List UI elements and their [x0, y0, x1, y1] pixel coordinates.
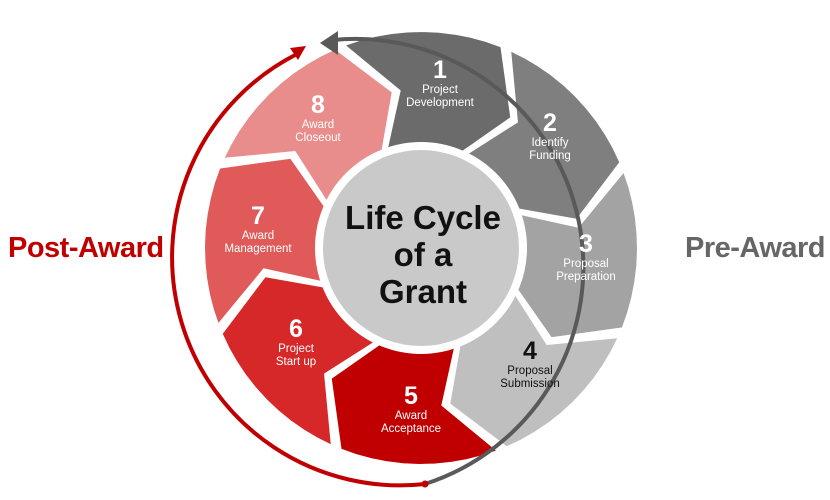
step-label-line-1: Award — [394, 410, 428, 422]
title-line-3: Grant — [378, 273, 467, 310]
step-label-line-2: Preparation — [556, 271, 616, 283]
step-4-label: 4 Proposal Submission — [465, 338, 595, 391]
step-7-label: 7 Award Management — [193, 203, 323, 256]
post-award-arrowhead — [290, 46, 306, 60]
step-label-line-1: Project — [278, 343, 314, 355]
step-number: 5 — [404, 382, 418, 410]
post-award-arc — [170, 52, 426, 488]
step-3-label: 3 Proposal Preparation — [521, 231, 651, 284]
step-label-line-1: Award — [301, 119, 335, 131]
step-number: 8 — [311, 91, 325, 119]
step-number: 1 — [433, 56, 447, 84]
step-1-label: 1 Project Development — [375, 57, 505, 110]
step-label-line-1: Proposal — [507, 365, 553, 377]
step-8-label: 8 Award Closeout — [253, 92, 383, 145]
diagram-title: Life Cycle of a Grant — [338, 199, 508, 310]
pre-award-label: Pre-Award — [685, 232, 826, 264]
cycle-boundary-dot — [421, 480, 429, 488]
step-label-line-1: Proposal — [563, 258, 609, 270]
center-circle — [315, 142, 527, 354]
pre-award-arc — [332, 36, 586, 486]
post-award-label: Post-Award — [8, 232, 164, 264]
step-label-line-2: Submission — [500, 378, 560, 390]
step-number: 2 — [543, 109, 557, 137]
step-label-line-1: Award — [241, 230, 275, 242]
step-label-line-2: Management — [224, 243, 292, 255]
step-number: 4 — [523, 337, 537, 365]
step-label-line-2: Funding — [529, 150, 571, 162]
pre-award-arrowhead — [320, 31, 338, 55]
step-label-line-2: Start up — [275, 356, 317, 368]
step-label-line-1: Identify — [531, 137, 569, 149]
step-5-label: 5 Award Acceptance — [346, 383, 476, 436]
step-label-line-2: Closeout — [295, 132, 341, 144]
step-number: 6 — [289, 315, 303, 343]
step-6-label: 6 Project Start up — [231, 316, 361, 369]
step-label-line-1: Project — [422, 84, 458, 96]
title-line-2: of a — [393, 236, 453, 273]
step-label-line-2: Acceptance — [380, 423, 442, 435]
title-line-1: Life Cycle — [345, 199, 501, 236]
step-label-line-2: Development — [406, 97, 474, 109]
step-number: 7 — [251, 202, 265, 230]
step-2-label: 2 Identify Funding — [485, 110, 615, 163]
step-number: 3 — [579, 230, 593, 258]
